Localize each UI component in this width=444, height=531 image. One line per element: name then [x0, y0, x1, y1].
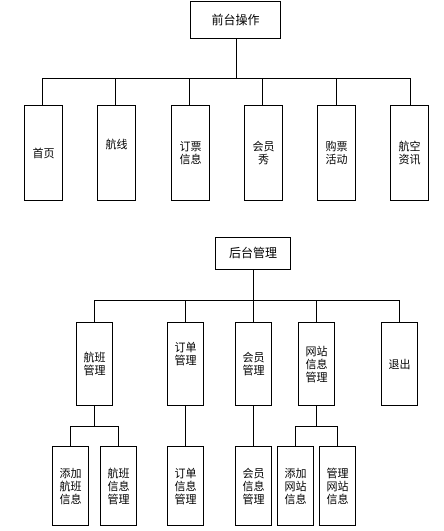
leaf-member-info-management: 会员 信息 管理	[235, 446, 272, 526]
front-node-aviation-news: 航空 资讯	[390, 105, 429, 201]
back-root-box: 后台管理	[215, 237, 291, 270]
leaf-flight-info-management: 航班 信息 管理	[100, 446, 137, 526]
back-node-site-info-management: 网站 信息 管理	[298, 322, 335, 406]
leaf-add-site-info: 添加 网站 信息	[277, 446, 314, 526]
front-node-home: 首页	[24, 105, 63, 201]
front-root-box: 前台操作	[190, 1, 281, 39]
leaf-manage-site-info: 管理 网站 信息	[319, 446, 356, 526]
front-node-booking-info: 订票 信息	[171, 105, 210, 201]
leaf-order-info-management: 订单 信息 管理	[167, 446, 204, 526]
back-node-member-management: 会员 管理	[235, 322, 272, 406]
back-node-logout: 退出	[381, 322, 418, 406]
leaf-add-flight-info: 添加 航班 信息	[52, 446, 89, 526]
back-node-flight-management: 航班 管理	[76, 322, 113, 406]
front-node-ticket-events: 购票 活动	[317, 105, 356, 201]
front-node-routes: 航线	[97, 105, 136, 201]
front-node-member-show: 会员 秀	[244, 105, 283, 201]
back-node-order-management: 订单 管理	[167, 322, 204, 406]
